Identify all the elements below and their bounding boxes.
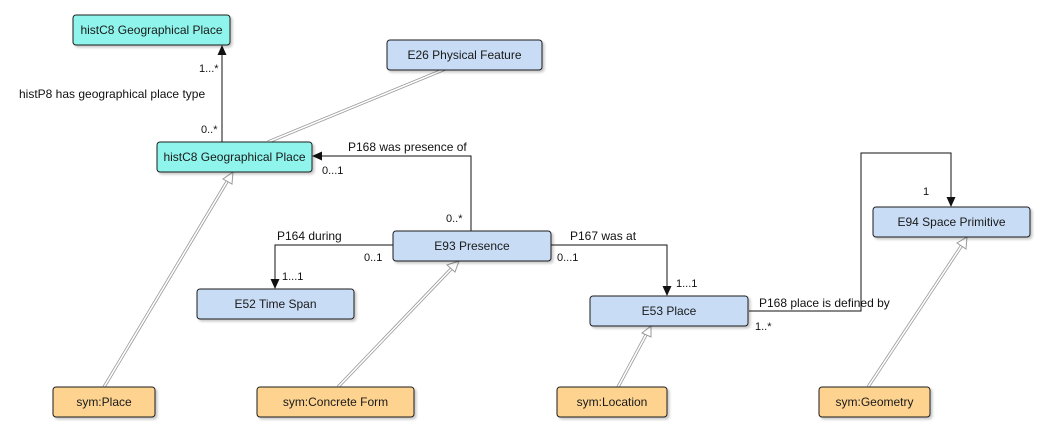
edge-label: P167 was at: [570, 229, 637, 243]
target-multiplicity: 0...1: [322, 165, 343, 177]
node-label: E26 Physical Feature: [407, 48, 521, 62]
node-sym-concrete-form[interactable]: sym:Concrete Form: [256, 386, 415, 418]
arrowhead: [662, 286, 672, 296]
edge-has-geographical-place-type: histP8 has geographical place type 1...*…: [19, 45, 227, 142]
realization-symconcrete-to-e93: [336, 260, 460, 389]
arrowhead: [946, 197, 956, 207]
realization-edges: [102, 59, 968, 389]
node-label: histC8 Geographical Place: [163, 150, 305, 164]
source-multiplicity: 0..*: [201, 124, 218, 136]
arrowhead: [312, 151, 322, 161]
node-e26-physical-feature[interactable]: E26 Physical Feature: [386, 39, 543, 71]
node-histc8-geographical-place-mid[interactable]: histC8 Geographical Place: [156, 141, 313, 173]
node-histc8-geographical-place-top[interactable]: histC8 Geographical Place: [72, 14, 231, 46]
edge-was-at: P167 was at 0...1 1...1: [551, 229, 697, 296]
source-multiplicity: 0..*: [446, 213, 463, 225]
source-multiplicity: 1..*: [755, 321, 772, 333]
target-multiplicity: 1...1: [676, 278, 697, 290]
node-label: histC8 Geographical Place: [80, 23, 222, 37]
edge-label: P168 was presence of: [348, 140, 467, 154]
node-sym-location[interactable]: sym:Location: [556, 386, 668, 418]
target-multiplicity: 1...1: [282, 271, 303, 283]
node-label: sym:Place: [76, 395, 132, 409]
realization-arrowhead: [222, 170, 234, 185]
target-multiplicity: 1: [923, 186, 929, 198]
realization-symgeometry-to-e94: [866, 236, 968, 388]
node-label: E94 Space Primitive: [897, 215, 1005, 229]
node-label: sym:Location: [577, 395, 648, 409]
realization-histc8-to-e26: [267, 59, 466, 144]
realization-symplace-to-histc8: [102, 170, 234, 388]
node-label: sym:Geometry: [835, 395, 913, 409]
realization-symlocation-to-e53: [616, 324, 652, 388]
edge-label: histP8 has geographical place type: [19, 87, 205, 101]
edge-during: P164 during 0..1 1...1: [270, 229, 393, 289]
arrowhead: [270, 279, 280, 289]
node-label: sym:Concrete Form: [283, 395, 388, 409]
node-label: E52 Time Span: [234, 297, 316, 311]
target-multiplicity: 1...*: [199, 63, 219, 75]
node-label: E53 Place: [642, 304, 697, 318]
edge-label: P164 during: [277, 229, 342, 243]
node-e52-time-span[interactable]: E52 Time Span: [196, 288, 355, 320]
node-e93-presence[interactable]: E93 Presence: [392, 230, 552, 262]
realization-arrowhead: [446, 260, 460, 273]
node-e53-place[interactable]: E53 Place: [589, 295, 749, 327]
node-e94-space-primitive[interactable]: E94 Space Primitive: [872, 206, 1031, 238]
edge-place-is-defined-by: P168 place is defined by 1..* 1: [749, 152, 956, 333]
node-label: E93 Presence: [434, 239, 510, 253]
arrowhead: [217, 45, 227, 55]
node-sym-geometry[interactable]: sym:Geometry: [818, 386, 931, 418]
source-multiplicity: 0..1: [364, 252, 382, 264]
realization-arrowhead: [956, 236, 968, 250]
node-sym-place[interactable]: sym:Place: [52, 386, 156, 418]
realization-arrowhead: [641, 324, 652, 338]
edge-was-presence-of: P168 was presence of 0...1 0..*: [312, 140, 472, 231]
source-multiplicity: 0...1: [557, 252, 578, 264]
edge-label: P168 place is defined by: [759, 296, 890, 310]
